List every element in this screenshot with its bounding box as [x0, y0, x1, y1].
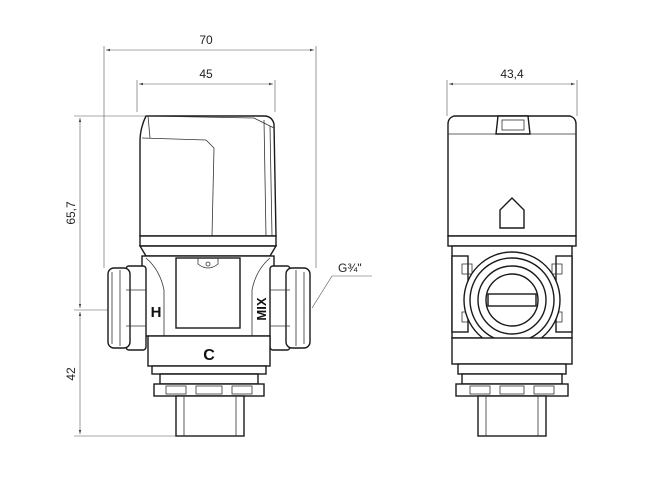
dimension-side-width: 43,4	[446, 67, 578, 116]
port-mix: MIX	[254, 265, 311, 351]
thread-label: G¾"	[338, 261, 362, 275]
side-body	[451, 245, 573, 349]
side-view: 43,4	[446, 67, 578, 437]
front-cap	[138, 115, 278, 257]
dimension-height-top: 65,7	[64, 115, 145, 311]
front-view: 70 45 65,7 42 G¾"	[64, 33, 372, 437]
port-hot-label: H	[151, 304, 162, 321]
dimension-cap-width: 45	[136, 67, 276, 112]
dimension-overall-width-label: 70	[199, 33, 213, 47]
thread-callout: G¾"	[311, 261, 372, 309]
spindle-slot	[487, 293, 537, 307]
port-cold-label: C	[203, 347, 215, 364]
side-lower-body	[451, 337, 573, 437]
dimension-cap-width-label: 45	[199, 67, 213, 81]
front-body	[141, 255, 275, 337]
dimension-overall-width: 70	[103, 33, 317, 268]
port-mix-label: MIX	[254, 297, 269, 320]
dimension-side-width-label: 43,4	[500, 67, 524, 81]
side-cap	[447, 115, 577, 247]
dimension-height-bottom-label: 42	[64, 367, 78, 381]
dimension-height-top-label: 65,7	[64, 201, 78, 225]
cap-tab	[495, 115, 531, 135]
house-mark-icon	[499, 197, 525, 229]
front-lower-body: C	[147, 335, 271, 437]
dimension-height-bottom: 42	[64, 312, 178, 437]
port-hot: H	[107, 265, 162, 351]
